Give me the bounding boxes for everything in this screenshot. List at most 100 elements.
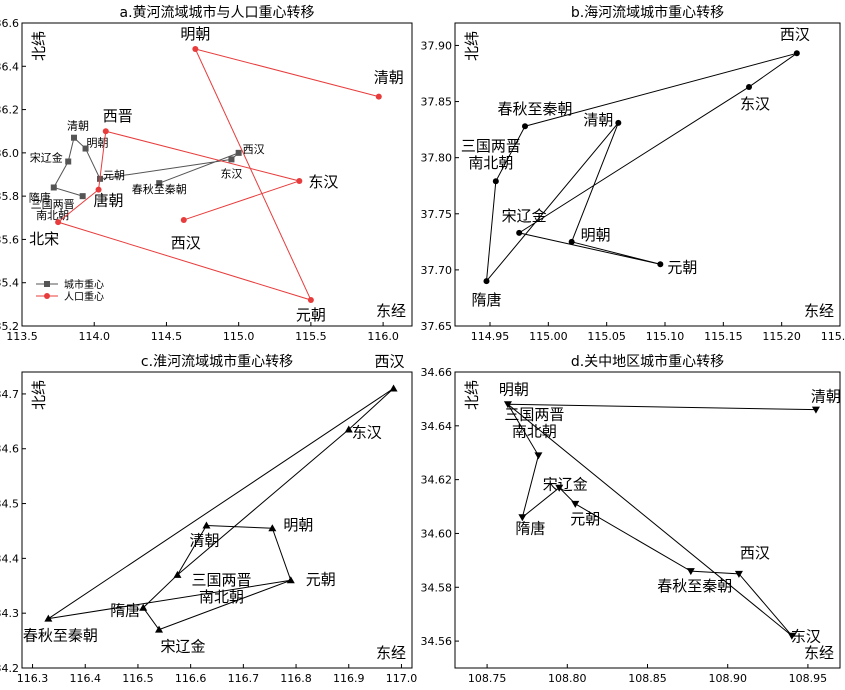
- panel-c-xtick-label: 116.5: [122, 672, 154, 685]
- panel-a-point-label: 东汉: [220, 167, 242, 180]
- panel-b-xtick-label: 114.95: [471, 330, 510, 343]
- panel-b-point-8: [615, 119, 622, 126]
- panel-d-ytick-label: 34.66: [421, 366, 453, 379]
- panel-c-point-3: [173, 570, 182, 578]
- panel-c-xtick-label: 116.8: [280, 672, 312, 685]
- panel-a-point-0: [156, 180, 163, 187]
- panel-c-point-2: [344, 425, 353, 433]
- panel-a-point-label: 唐朝: [94, 192, 124, 210]
- panel-a-point-7: [82, 145, 89, 152]
- panel-a-point-7: [375, 93, 382, 100]
- panel-a-point-label: 元朝: [296, 306, 326, 324]
- panel-a-point-label: 三国两晋南北朝: [31, 198, 75, 222]
- panel-a-point-3: [95, 186, 102, 193]
- panel-d-title: d.关中地区城市重心转移: [571, 353, 724, 370]
- panel-d-xtick-label: 108.90: [708, 672, 747, 685]
- panel-d-xlabel: 东经: [804, 644, 834, 662]
- panel-d-ytick-label: 34.64: [421, 420, 453, 433]
- panel-d-ytick-label: 34.62: [421, 474, 453, 487]
- panel-c-point-label: 东汉: [352, 424, 382, 442]
- panel-c-point-1: [389, 384, 398, 392]
- panel-b-xtick-label: 115.00: [529, 330, 568, 343]
- panel-b-point-3: [492, 178, 499, 185]
- panel-a-xlabel: 东经: [376, 302, 406, 320]
- panel-a-series-1-line: [57, 48, 379, 301]
- panel-b-point-5: [516, 229, 523, 236]
- panel-d-point-label: 三国两晋南北朝: [504, 405, 564, 440]
- panel-b-point-6: [657, 261, 664, 268]
- panel-a-point-4: [55, 219, 62, 226]
- panel-c-ytick-label: 34.6: [0, 443, 19, 456]
- panel-d-ytick-label: 34.56: [421, 635, 453, 648]
- panel-d-xtick-label: 108.95: [789, 672, 828, 685]
- panel-a-ytick-label: 36.4: [0, 60, 19, 73]
- panel-d-point-label: 宋辽金: [543, 476, 588, 494]
- panel-b-point-4: [483, 278, 490, 285]
- panel-c-point-6: [286, 576, 295, 584]
- panel-d-point-3: [534, 452, 543, 460]
- panel-b-point-2: [746, 83, 752, 90]
- panel-c-xtick-label: 116.6: [175, 672, 207, 685]
- panel-c-ytick-label: 34.2: [0, 662, 19, 675]
- panel-d-point-2: [787, 632, 796, 640]
- panel-a-point-0: [180, 216, 187, 223]
- panel-b-ylabel: 北纬: [463, 31, 481, 61]
- panel-a-point-1: [235, 149, 242, 156]
- panel-c-ylabel: 北纬: [30, 380, 48, 410]
- panel-b-point-label: 东汉: [740, 95, 770, 113]
- legend-entry-1: 人口重心: [64, 290, 104, 303]
- panel-c-point-0: [44, 614, 53, 622]
- panel-a-point-2: [228, 156, 235, 163]
- panel-b-point-0: [522, 123, 528, 130]
- panel-c-point-label: 三国两晋南北朝: [191, 571, 251, 606]
- panel-a-xtick-label: 113.5: [6, 330, 38, 343]
- panel-a-point-3: [79, 193, 86, 200]
- panel-c-point-label: 隋唐: [110, 602, 140, 620]
- panel-a-point-1: [296, 177, 303, 184]
- panel-d-point-4: [518, 514, 527, 522]
- panel-b-xtick-label: 115.05: [587, 330, 626, 343]
- panel-c-point-5: [155, 625, 164, 633]
- panel-b-point-label: 明朝: [581, 226, 611, 244]
- panel-d-point-7: [503, 401, 512, 409]
- panel-c-point-4: [139, 603, 148, 611]
- panel-b-point-label: 宋辽金: [502, 207, 547, 225]
- panel-c-xtick-label: 116.7: [228, 672, 260, 685]
- panel-a-point-5: [65, 158, 72, 165]
- panel-d-point-6: [571, 500, 580, 508]
- panel-c-xlabel: 东经: [376, 644, 406, 662]
- panel-a-point-label: 东汉: [308, 173, 338, 191]
- panel-c-xtick-label: 117.0: [386, 672, 418, 685]
- panel-c-ytick-label: 34.7: [0, 388, 19, 401]
- panel-d-point-label: 西汉: [740, 544, 770, 562]
- panel-a-point-6: [71, 134, 77, 141]
- panel-b-title: b.海河流域城市重心转移: [571, 4, 724, 21]
- legend-entry-0: 城市重心: [64, 278, 104, 291]
- panel-a-point-5: [307, 297, 314, 304]
- panel-a-ytick-label: 35.8: [0, 190, 19, 203]
- panel-d-point-1: [734, 570, 743, 578]
- panel-c-title: c.淮河流域城市重心转移: [141, 353, 293, 370]
- panel-a-ytick-label: 35.6: [0, 233, 19, 246]
- panel-c-point-label: 明朝: [283, 516, 313, 534]
- panel-c-point-label: 西汉: [375, 352, 405, 370]
- panel-a-point-label: 西晋: [103, 107, 133, 125]
- panel-d-ylabel: 北纬: [463, 380, 481, 410]
- panel-d-xtick-label: 108.75: [468, 672, 507, 685]
- panel-c-point-7: [268, 524, 277, 532]
- panel-b-xtick-label: 115.25: [821, 330, 845, 343]
- legend-marker-1: [44, 293, 50, 299]
- panel-d-point-label: 隋唐: [515, 519, 545, 537]
- panel-a-title: a.黄河流域城市与人口重心转移: [119, 4, 314, 21]
- panel-c-xtick-label: 116.4: [69, 672, 101, 685]
- panel-a-point-label: 西汉: [243, 143, 265, 156]
- panel-c-xtick-label: 116.9: [333, 672, 365, 685]
- panel-b-point-label: 三国两晋南北朝: [461, 137, 521, 172]
- panel-b-point-label: 春秋至秦朝: [497, 100, 572, 118]
- panel-c-series-0-line: [48, 388, 394, 631]
- panel-a-ytick-label: 36.2: [0, 104, 19, 117]
- legend-marker-0: [44, 281, 50, 287]
